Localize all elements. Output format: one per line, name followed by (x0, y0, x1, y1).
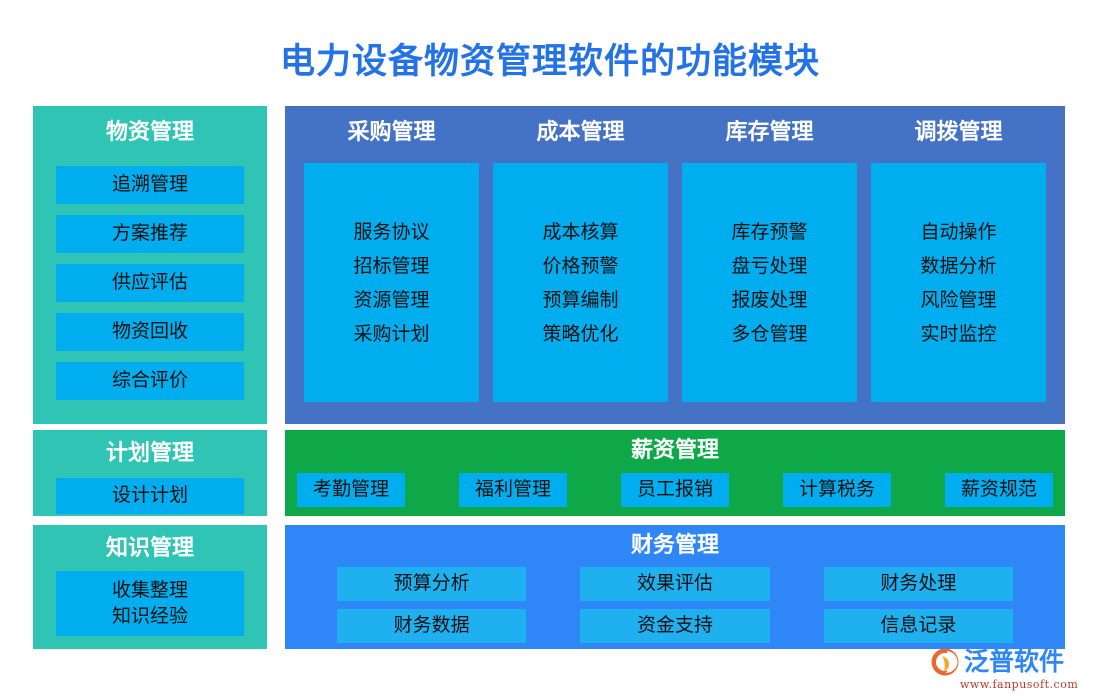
inventory-entry-3[interactable]: 多仓管理 (731, 322, 808, 345)
knowledge-item-0-line2: 知识经验 (111, 605, 188, 627)
material-item-4[interactable]: 综合评价 (56, 362, 244, 400)
transfer-entry-2[interactable]: 风险管理 (920, 288, 997, 311)
brand-url: www.fanpusoft.com (960, 678, 1079, 691)
cost-entry-3[interactable]: 策略优化 (542, 322, 619, 345)
card-transfer-management[interactable]: 自动操作 数据分析 风险管理 实时监控 (871, 163, 1046, 402)
column-title-inventory: 库存管理 (725, 120, 814, 145)
finance-item-1[interactable]: 效果评估 (580, 567, 770, 601)
column-cost-management: 成本管理 成本核算 价格预警 预算编制 策略优化 (493, 106, 668, 424)
salary-item-0[interactable]: 考勤管理 (297, 473, 406, 507)
cost-entry-0[interactable]: 成本核算 (542, 220, 619, 243)
salary-item-4[interactable]: 薪资规范 (944, 473, 1053, 507)
section-plan-management: 计划管理 设计计划 (33, 430, 267, 516)
column-inventory-management: 库存管理 库存预警 盘亏处理 报废处理 多仓管理 (682, 106, 857, 424)
fanpu-swoosh-logo-icon (930, 647, 960, 677)
salary-item-1[interactable]: 福利管理 (458, 473, 567, 507)
salary-item-3[interactable]: 计算税务 (782, 473, 891, 507)
brand-watermark: 泛普软件 www.fanpusoft.com (930, 646, 1082, 692)
material-item-list: 追溯管理 方案推荐 供应评估 物资回收 综合评价 (33, 166, 267, 400)
material-item-2[interactable]: 供应评估 (56, 264, 244, 302)
card-inventory-management[interactable]: 库存预警 盘亏处理 报废处理 多仓管理 (682, 163, 857, 402)
card-cost-management[interactable]: 成本核算 价格预警 预算编制 策略优化 (493, 163, 668, 402)
section-title-knowledge: 知识管理 (105, 536, 194, 561)
finance-item-2[interactable]: 财务处理 (823, 567, 1013, 601)
column-transfer-management: 调拨管理 自动操作 数据分析 风险管理 实时监控 (871, 106, 1046, 424)
section-purchasing-cost-inventory-transfer: 采购管理 服务协议 招标管理 资源管理 采购计划 成本管理 成本核算 价格预警 … (285, 106, 1065, 424)
finance-item-0[interactable]: 预算分析 (337, 567, 527, 601)
cost-entry-2[interactable]: 预算编制 (542, 288, 619, 311)
material-item-0[interactable]: 追溯管理 (56, 166, 244, 204)
section-salary-management: 薪资管理 考勤管理 福利管理 员工报销 计算税务 薪资规范 (285, 430, 1065, 516)
brand-logo-row: 泛普软件 (930, 647, 1064, 677)
inventory-entry-2[interactable]: 报废处理 (731, 288, 808, 311)
finance-item-list: 预算分析 效果评估 财务处理 财务数据 资金支持 信息记录 (285, 559, 1065, 643)
transfer-entry-3[interactable]: 实时监控 (920, 322, 997, 345)
column-title-transfer: 调拨管理 (914, 120, 1003, 145)
page-title: 电力设备物资管理软件的功能模块 (279, 42, 820, 82)
knowledge-item-0-line1: 收集整理 (111, 579, 188, 601)
finance-item-4[interactable]: 资金支持 (580, 609, 770, 643)
column-purchase-management: 采购管理 服务协议 招标管理 资源管理 采购计划 (304, 106, 479, 424)
finance-item-3[interactable]: 财务数据 (337, 609, 527, 643)
card-purchase-management[interactable]: 服务协议 招标管理 资源管理 采购计划 (304, 163, 479, 402)
section-knowledge-management: 知识管理 收集整理 知识经验 (33, 525, 267, 649)
section-title-finance: 财务管理 (630, 533, 719, 558)
knowledge-item-list: 收集整理 知识经验 (33, 571, 267, 636)
material-item-3[interactable]: 物资回收 (56, 313, 244, 351)
purchase-entry-1[interactable]: 招标管理 (353, 254, 430, 277)
section-title-material: 物资管理 (105, 120, 194, 145)
column-title-purchase: 采购管理 (347, 120, 436, 145)
transfer-entry-0[interactable]: 自动操作 (920, 220, 997, 243)
salary-item-2[interactable]: 员工报销 (620, 473, 729, 507)
purple-column-container: 采购管理 服务协议 招标管理 资源管理 采购计划 成本管理 成本核算 价格预警 … (285, 106, 1065, 424)
purchase-entry-3[interactable]: 采购计划 (353, 322, 430, 345)
brand-name: 泛普软件 (964, 647, 1065, 676)
plan-item-list: 设计计划 (33, 478, 267, 514)
salary-item-list: 考勤管理 福利管理 员工报销 计算税务 薪资规范 (285, 464, 1065, 507)
material-item-1[interactable]: 方案推荐 (56, 215, 244, 253)
plan-item-0[interactable]: 设计计划 (56, 478, 244, 514)
purchase-entry-2[interactable]: 资源管理 (353, 288, 430, 311)
inventory-entry-0[interactable]: 库存预警 (731, 220, 808, 243)
section-finance-management: 财务管理 预算分析 效果评估 财务处理 财务数据 资金支持 信息记录 (285, 525, 1065, 649)
section-material-management: 物资管理 追溯管理 方案推荐 供应评估 物资回收 综合评价 (33, 106, 267, 424)
cost-entry-1[interactable]: 价格预警 (542, 254, 619, 277)
section-title-plan: 计划管理 (105, 441, 194, 466)
purchase-entry-0[interactable]: 服务协议 (353, 220, 430, 243)
finance-item-5[interactable]: 信息记录 (823, 609, 1013, 643)
knowledge-item-0[interactable]: 收集整理 知识经验 (56, 571, 244, 636)
column-title-cost: 成本管理 (536, 120, 625, 145)
section-title-salary: 薪资管理 (630, 438, 719, 463)
inventory-entry-1[interactable]: 盘亏处理 (731, 254, 808, 277)
transfer-entry-1[interactable]: 数据分析 (920, 254, 997, 277)
